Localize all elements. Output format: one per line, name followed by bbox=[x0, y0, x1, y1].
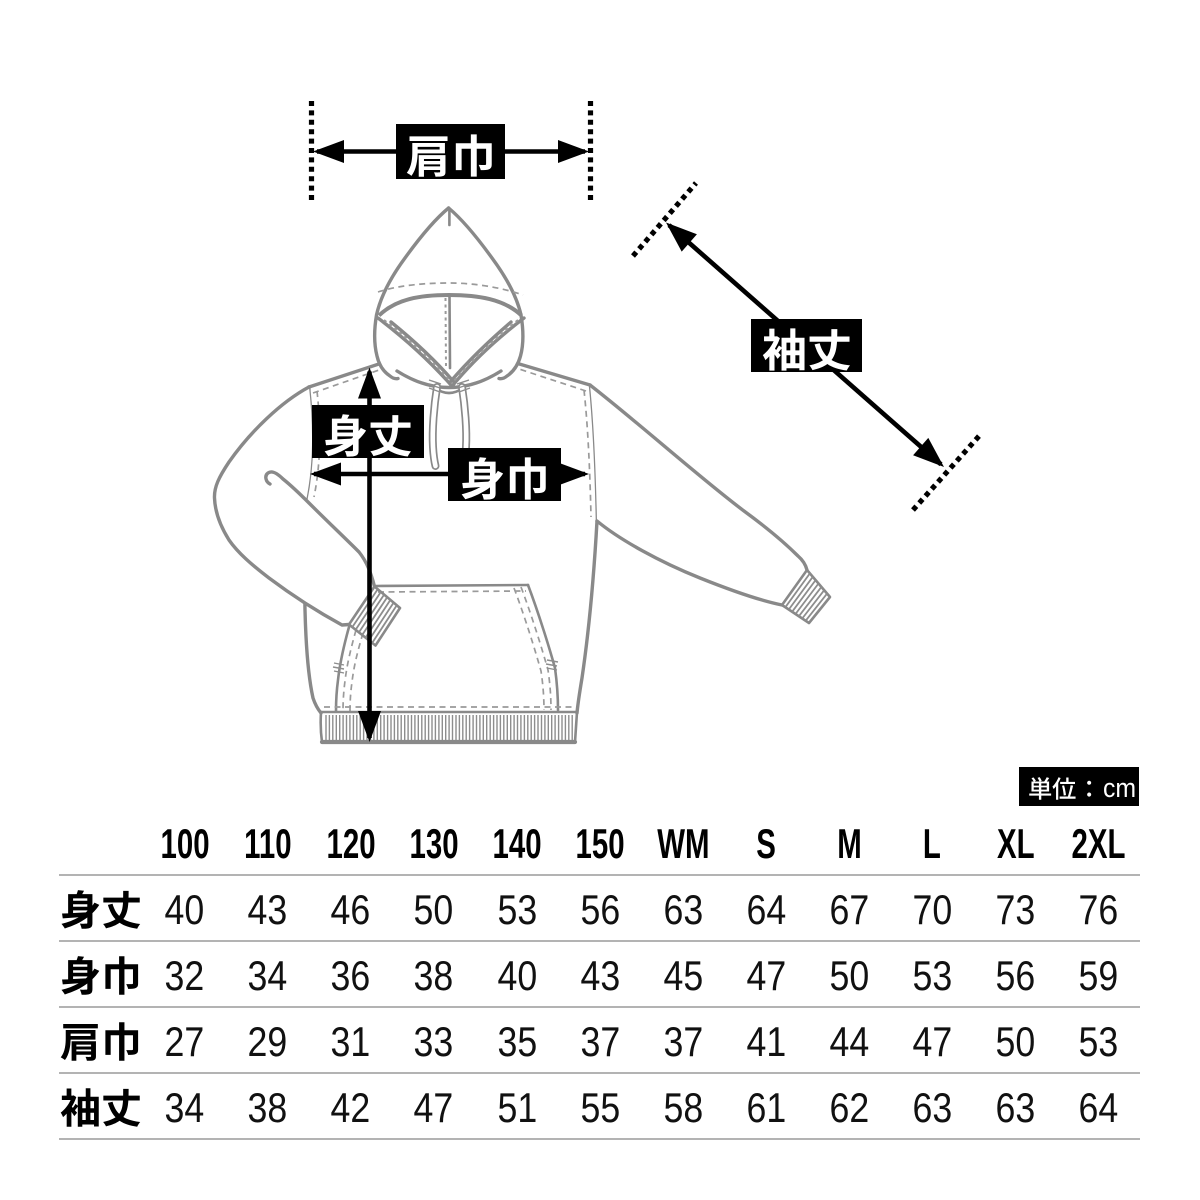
size-value-cell: 47 bbox=[746, 951, 786, 999]
size-column-header: 110 bbox=[243, 819, 292, 867]
size-column-header: L bbox=[923, 819, 942, 867]
size-value-cell: 64 bbox=[746, 885, 786, 933]
size-value-cell: 73 bbox=[995, 885, 1036, 933]
size-value-cell: 47 bbox=[912, 1017, 953, 1065]
size-value-cell: 34 bbox=[247, 951, 288, 999]
size-value-cell: 64 bbox=[1078, 1083, 1119, 1131]
size-value-cell: 33 bbox=[413, 1017, 454, 1065]
size-column-header: XL bbox=[996, 819, 1035, 867]
size-value-cell: 50 bbox=[995, 1017, 1036, 1065]
row-label bbox=[59, 876, 143, 940]
size-value-cell: 36 bbox=[330, 951, 371, 999]
size-value-cell: 32 bbox=[164, 951, 205, 999]
size-column-header: 140 bbox=[492, 819, 542, 867]
table-row: 34 38 42 47 51 55 58 61 62 63 63 64 bbox=[59, 1074, 1140, 1140]
hoodie-hem bbox=[319, 706, 579, 745]
size-column-header: M bbox=[836, 819, 862, 867]
size-value-cell: 59 bbox=[1078, 951, 1119, 999]
size-value-cell: 76 bbox=[1078, 885, 1119, 933]
size-value-cell: 56 bbox=[580, 885, 620, 933]
size-value-cell: 62 bbox=[829, 1083, 870, 1131]
size-value-cell: 37 bbox=[580, 1017, 620, 1065]
hoodie-right-sleeve bbox=[588, 383, 832, 625]
size-column-header: WM bbox=[656, 819, 710, 867]
hoodie-left-sleeve bbox=[212, 385, 402, 647]
size-value-cell: 50 bbox=[829, 951, 870, 999]
sleeve-length-label bbox=[751, 319, 862, 372]
body-width-label bbox=[448, 448, 561, 501]
size-value-cell: 53 bbox=[912, 951, 953, 999]
size-value-cell: 38 bbox=[413, 951, 454, 999]
unit-label: cm bbox=[1019, 767, 1139, 806]
hoodie-pocket bbox=[332, 583, 560, 713]
size-value-cell: 37 bbox=[663, 1017, 703, 1065]
size-value-cell: 53 bbox=[1078, 1017, 1119, 1065]
size-column-header: 150 bbox=[575, 819, 625, 867]
size-value-cell: 35 bbox=[497, 1017, 537, 1065]
table-row: 32 34 36 38 40 43 45 47 50 53 56 59 bbox=[59, 942, 1140, 1008]
size-value-cell: 43 bbox=[247, 885, 288, 933]
size-value-cell: 63 bbox=[995, 1083, 1036, 1131]
size-value-cell: 46 bbox=[330, 885, 371, 933]
row-label bbox=[59, 942, 143, 1006]
size-column-header: 130 bbox=[409, 819, 459, 867]
size-value-cell: 55 bbox=[580, 1083, 620, 1131]
size-value-cell: 47 bbox=[413, 1083, 454, 1131]
table-corner-cell bbox=[59, 810, 143, 874]
size-value-cell: 50 bbox=[413, 885, 454, 933]
size-value-cell: 56 bbox=[995, 951, 1036, 999]
unit-suffix: cm bbox=[1102, 772, 1137, 803]
size-value-cell: 38 bbox=[247, 1083, 288, 1131]
size-value-cell: 27 bbox=[164, 1017, 205, 1065]
size-value-cell: 67 bbox=[829, 885, 870, 933]
size-value-cell: 70 bbox=[912, 885, 953, 933]
size-value-cell: 41 bbox=[746, 1017, 786, 1065]
size-value-cell: 42 bbox=[330, 1083, 371, 1131]
row-label bbox=[59, 1074, 143, 1138]
size-value-cell: 40 bbox=[497, 951, 537, 999]
hoodie-hood bbox=[373, 206, 526, 395]
size-column-header: 120 bbox=[326, 819, 376, 867]
size-value-cell: 63 bbox=[912, 1083, 953, 1131]
table-row: 40 43 46 50 53 56 63 64 67 70 73 76 bbox=[59, 876, 1140, 942]
size-value-cell: 34 bbox=[164, 1083, 205, 1131]
size-value-cell: 61 bbox=[746, 1083, 786, 1131]
size-value-cell: 43 bbox=[580, 951, 620, 999]
shoulder-width-label bbox=[396, 124, 505, 179]
size-value-cell: 53 bbox=[497, 885, 537, 933]
size-column-header: 100 bbox=[160, 819, 210, 867]
size-value-cell: 40 bbox=[164, 885, 205, 933]
body-length-label bbox=[312, 405, 424, 458]
size-table: 100 110 120 130 140 150 WM S M L XL 2XL 40 43 46 50 53 5… bbox=[59, 810, 1140, 1140]
size-value-cell: 29 bbox=[247, 1017, 288, 1065]
size-value-cell: 58 bbox=[663, 1083, 703, 1131]
size-column-header: 2XL bbox=[1071, 819, 1126, 867]
size-value-cell: 45 bbox=[663, 951, 703, 999]
size-value-cell: 63 bbox=[663, 885, 703, 933]
table-header-row: 100 110 120 130 140 150 WM S M L XL 2XL bbox=[59, 810, 1140, 876]
table-row: 27 29 31 33 35 37 37 41 44 47 50 53 bbox=[59, 1008, 1140, 1074]
size-value-cell: 31 bbox=[330, 1017, 371, 1065]
row-label bbox=[59, 1008, 143, 1072]
size-value-cell: 44 bbox=[829, 1017, 870, 1065]
size-column-header: S bbox=[756, 819, 776, 867]
size-value-cell: 51 bbox=[497, 1083, 537, 1131]
